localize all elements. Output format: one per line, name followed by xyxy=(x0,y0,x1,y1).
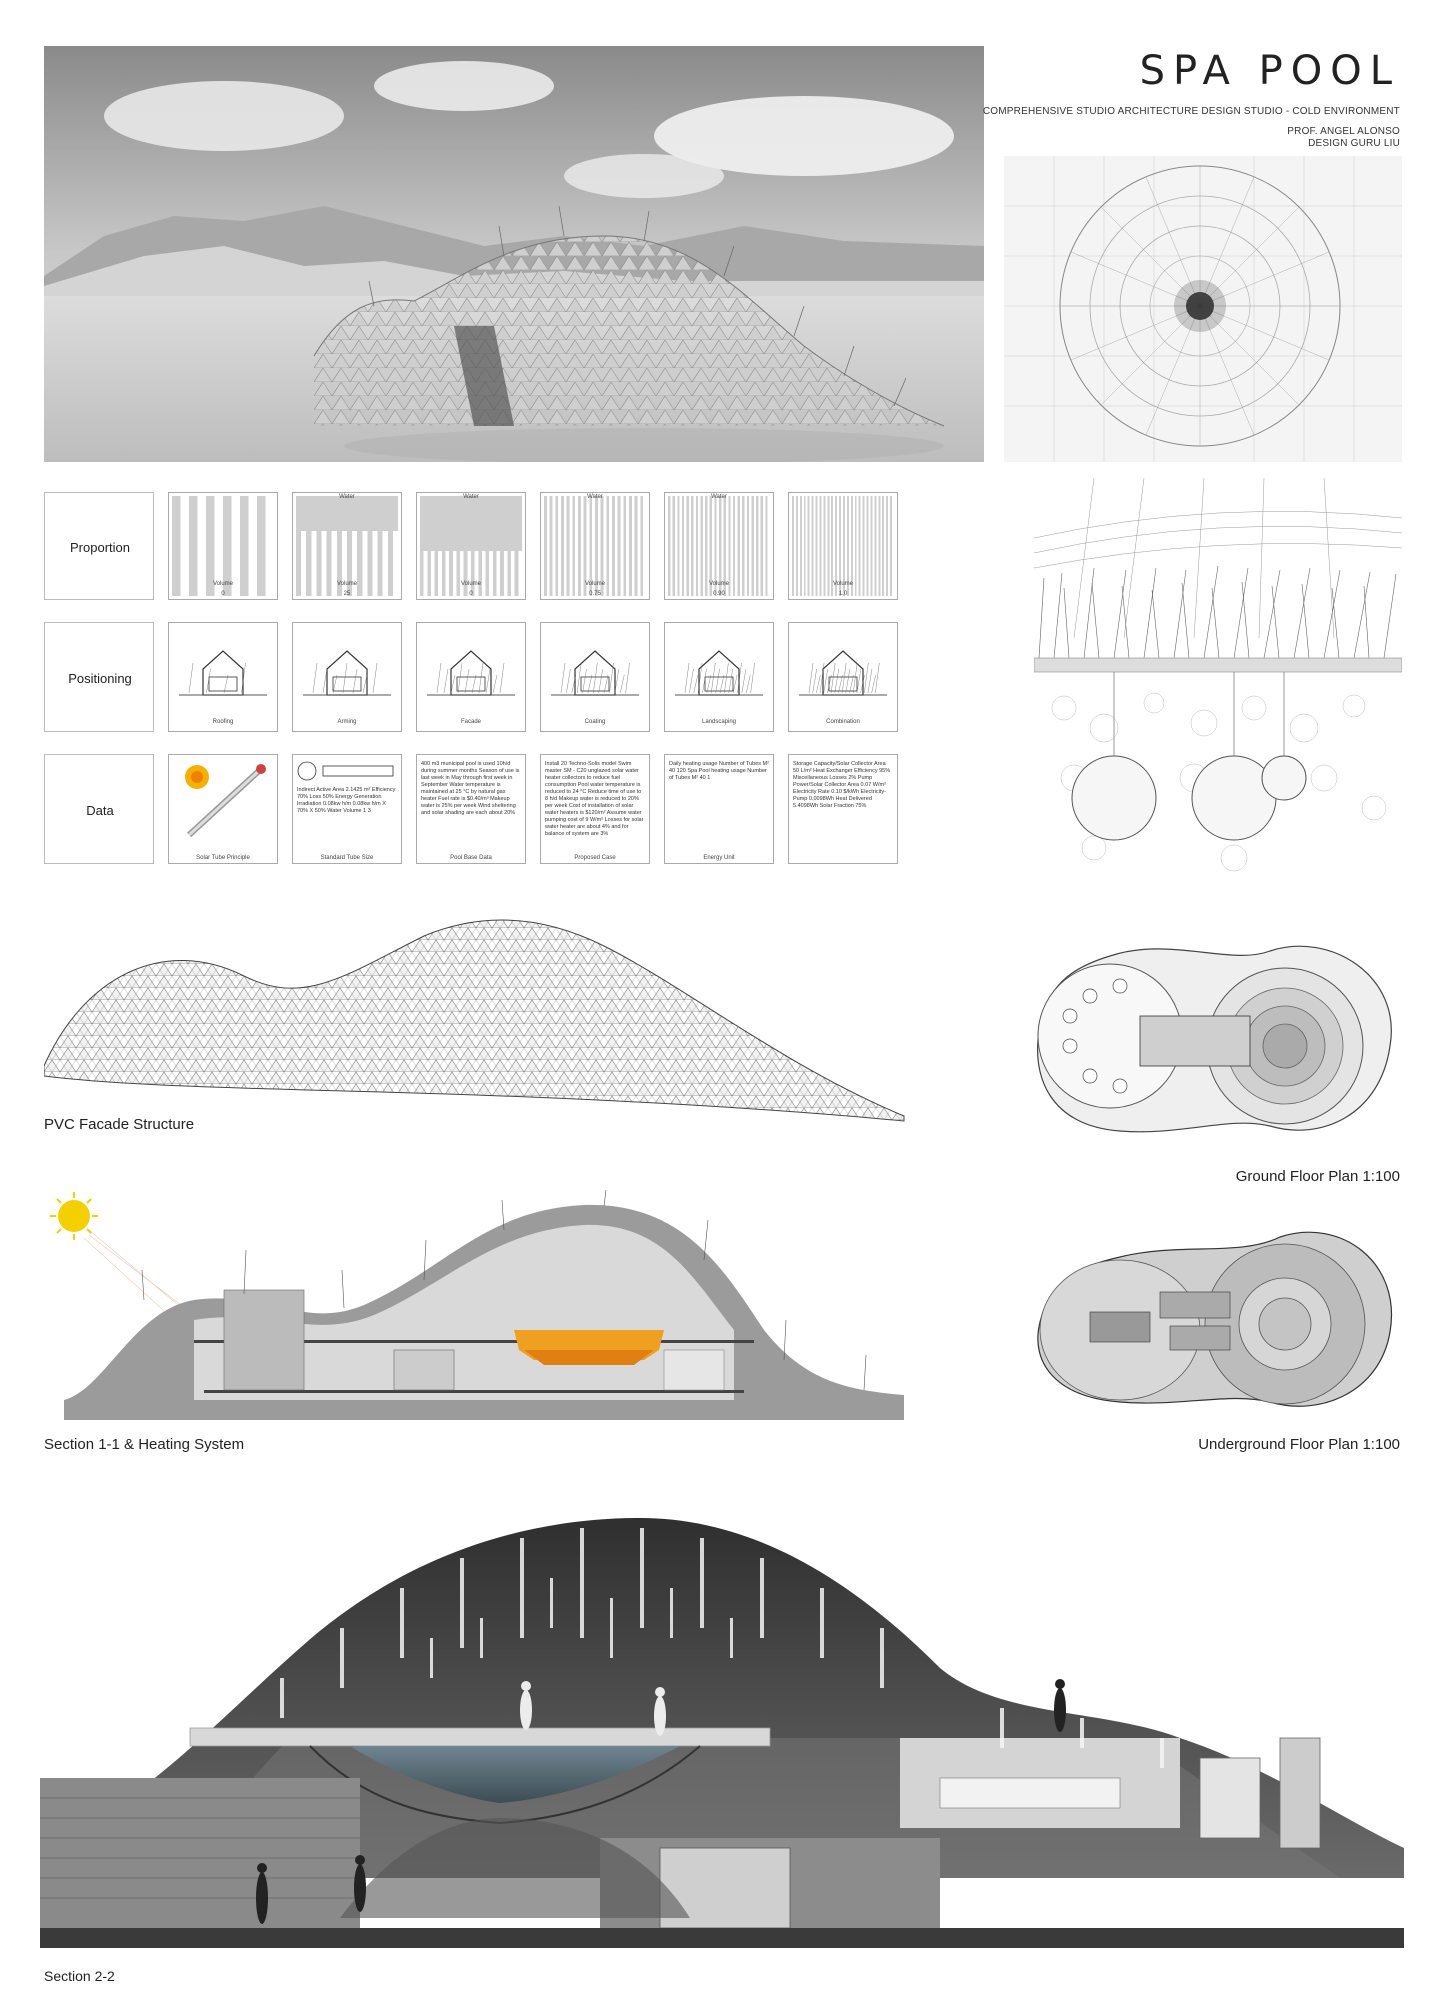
positioning-cell: Arming xyxy=(292,622,402,732)
data-cell: Storage Capacity/Solar Collector Area 50… xyxy=(788,754,898,864)
proportion-value: 0 xyxy=(221,591,225,597)
proportion-volume-label: Volume xyxy=(212,581,233,587)
caption-section-2-2: Section 2-2 xyxy=(44,1968,115,1984)
section22-svg xyxy=(40,1518,1404,1948)
house-sketch-icon xyxy=(551,650,639,696)
proportion-value: 0.90 xyxy=(713,591,725,597)
proportion-cell: Volume 1.0 xyxy=(788,492,898,600)
data-cell-caption: Proposed Case xyxy=(574,855,616,861)
soil-grass-diagram xyxy=(1033,477,1403,890)
proportion-volume-label: Volume xyxy=(460,581,481,587)
proportion-stripes xyxy=(296,496,398,596)
proportion-value: 25 xyxy=(343,591,351,597)
data-cell-caption: Energy Unit xyxy=(703,855,735,861)
row-label-data: Data xyxy=(86,802,114,818)
proportion-stripes xyxy=(544,496,646,596)
hero-rendering xyxy=(44,46,984,462)
solar-tube-icon xyxy=(185,764,266,838)
sun-icon xyxy=(58,1200,90,1232)
positioning-label: Landscaping xyxy=(701,719,737,725)
studio-subtitle: COMPREHENSIVE STUDIO ARCHITECTURE DESIGN… xyxy=(982,106,1400,117)
data-cell-text: Storage Capacity/Solar Collector Area 50… xyxy=(793,761,891,809)
positioning-label: Roofing xyxy=(212,719,234,725)
data-cell: Install 20 Techno-Solis model Swim maste… xyxy=(540,754,650,864)
positioning-label: Combination xyxy=(826,719,860,725)
data-cell: Indirect Active Area 2.1425 m² Efficienc… xyxy=(292,754,402,864)
positioning-cell: Facade xyxy=(416,622,526,732)
caption-section-1-1: Section 1-1 & Heating System xyxy=(44,1436,245,1453)
radial-diagram-svg xyxy=(1004,156,1402,462)
positioning-cell: Coating xyxy=(540,622,650,732)
proportion-value: 0 xyxy=(469,591,473,597)
proportion-value: 1.0 xyxy=(838,591,848,597)
data-cell-text: Daily heating usage Number of Tubes M² 4… xyxy=(669,761,769,781)
proportion-value: 0.75 xyxy=(589,591,601,597)
hero-rendering-svg xyxy=(44,46,984,462)
positioning-label: Facade xyxy=(460,719,481,725)
tube-size-icon xyxy=(297,761,394,781)
proportion-volume-label: Volume xyxy=(584,581,605,587)
ground-floor-plan xyxy=(1030,936,1402,1148)
section-2-2-drawing xyxy=(40,1478,1404,1962)
proportion-stripes xyxy=(420,496,522,596)
proportion-stripes xyxy=(792,496,894,596)
proportion-volume-label: Volume xyxy=(708,581,729,587)
caption-facade: PVC Facade Structure xyxy=(44,1116,195,1133)
data-cell-text: 400 m3 municipal pool is used 10h/d duri… xyxy=(421,761,520,816)
row-label-box-data: Data xyxy=(44,754,154,864)
caption-underground-floor: Underground Floor Plan 1:100 xyxy=(1198,1436,1400,1453)
positioning-label: Coating xyxy=(584,719,606,725)
data-cell: 400 m3 municipal pool is used 10h/d duri… xyxy=(416,754,526,864)
section11-svg xyxy=(50,1189,904,1420)
caption-ground-floor: Ground Floor Plan 1:100 xyxy=(1235,1168,1400,1185)
data-cell-text: Indirect Active Area 2.1425 m² Efficienc… xyxy=(297,787,396,814)
ground-plan-svg xyxy=(1037,945,1392,1133)
house-sketch-icon xyxy=(179,650,267,696)
house-sketch-icon xyxy=(799,650,887,696)
light-radial-diagram xyxy=(1004,156,1402,462)
soil-diagram-svg xyxy=(1033,477,1403,890)
facade-mesh-svg xyxy=(43,919,905,1122)
proportion-stripes xyxy=(668,496,770,596)
data-cell-caption: Pool Base Data xyxy=(450,855,492,861)
data-cell: Daily heating usage Number of Tubes M² 4… xyxy=(664,754,774,864)
proportion-volume-label: Volume xyxy=(832,581,853,587)
proportion-volume-label: Volume xyxy=(336,581,357,587)
proportion-cell: Volume 0 xyxy=(168,492,278,600)
data-cell: Solar Tube Principle xyxy=(168,754,278,864)
professor-credit: PROF. ANGEL ALONSO xyxy=(1287,126,1400,137)
data-cell-text: Install 20 Techno-Solis model Swim maste… xyxy=(545,761,644,837)
designer-credit: DESIGN GURU LIU xyxy=(1308,138,1400,149)
row-label-positioning: Positioning xyxy=(68,670,132,686)
pvc-facade-drawing xyxy=(43,916,940,1130)
underground-plan-svg xyxy=(1037,1231,1393,1407)
house-sketch-icon xyxy=(675,650,763,696)
proportion-top-label: Water xyxy=(711,494,727,500)
data-cell-caption: Solar Tube Principle xyxy=(196,855,250,861)
underground-floor-plan xyxy=(1030,1222,1402,1422)
positioning-cell: Combination xyxy=(788,622,898,732)
section-1-1-drawing xyxy=(44,1189,914,1424)
positioning-label: Arming xyxy=(337,719,357,725)
row-label-proportion: Proportion xyxy=(70,539,130,555)
house-sketch-icon xyxy=(427,650,515,696)
page-title: SPA POOL xyxy=(1139,48,1400,94)
proportion-stripes xyxy=(172,496,274,596)
proportion-top-label: Water xyxy=(587,494,603,500)
row-label-box-proportion: Proportion xyxy=(44,492,154,600)
positioning-cell: Roofing xyxy=(168,622,278,732)
row-label-box-positioning: Positioning xyxy=(44,622,154,732)
proportion-top-label: Water xyxy=(339,494,355,500)
proportion-top-label: Water xyxy=(463,494,479,500)
data-cell-caption: Standard Tube Size xyxy=(320,855,374,861)
positioning-cell: Landscaping xyxy=(664,622,774,732)
house-sketch-icon xyxy=(303,650,391,696)
